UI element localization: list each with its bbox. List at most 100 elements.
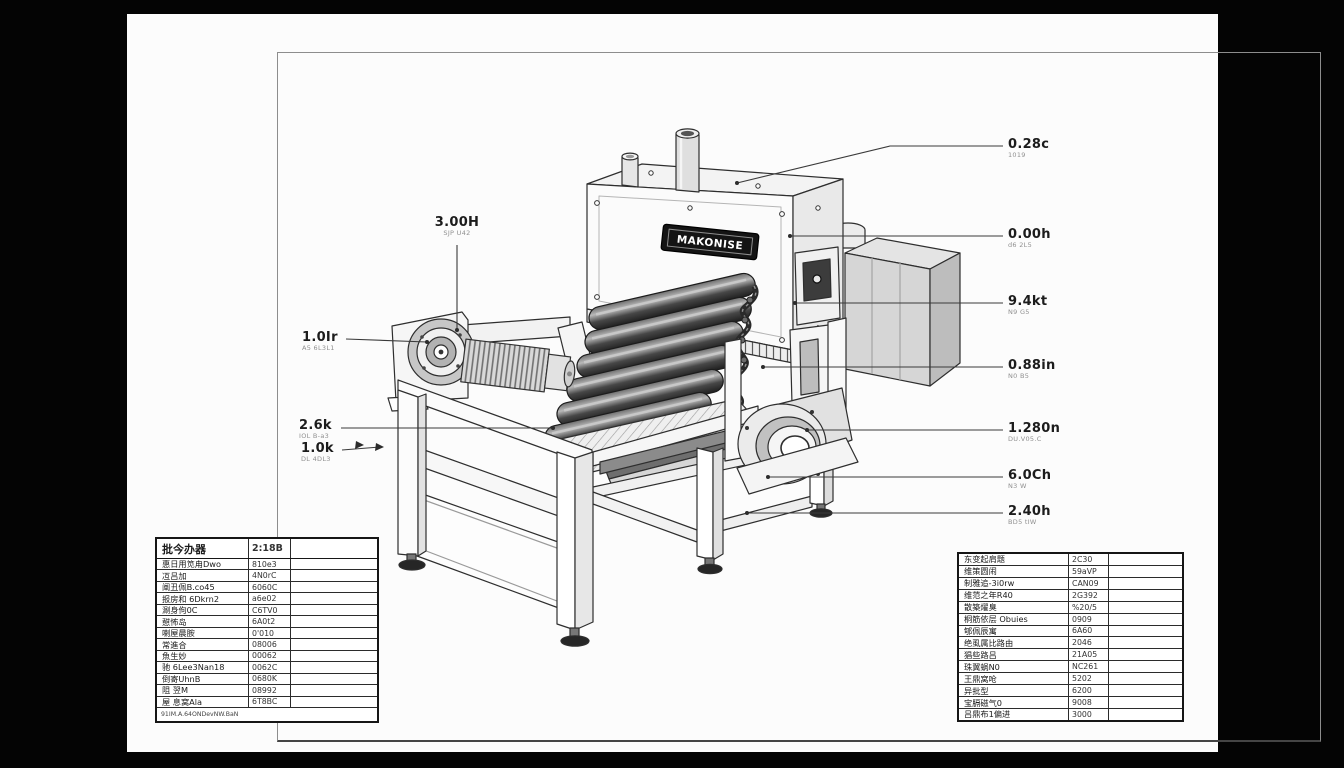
row-value: 6060C xyxy=(248,581,290,593)
row-value: 3000 xyxy=(1068,708,1108,720)
row-label: 绝虱属比路由 xyxy=(964,637,1014,648)
row-value: 0062C xyxy=(248,662,290,673)
table-row: 阐丑佩B.co45 6060C xyxy=(157,581,377,594)
row-label: 制雅追-3i0rw xyxy=(964,578,1015,589)
dimension-value: 0.28c xyxy=(1008,137,1050,152)
row-empty xyxy=(290,593,377,604)
chimney-small xyxy=(621,152,639,188)
row-empty xyxy=(1108,685,1182,697)
dimension-label: 2.40h BD5 tIW xyxy=(1008,505,1051,526)
row-value: 08006 xyxy=(248,639,290,650)
row-label: 阻 翌M xyxy=(162,685,189,696)
motor xyxy=(736,387,859,495)
row-empty xyxy=(290,581,377,593)
table-row: 绝虱属比路由 2046 xyxy=(959,637,1182,650)
dimension-value: 2.40h xyxy=(1008,504,1051,519)
table-row: 散築燿臭%20/5 xyxy=(959,601,1182,614)
row-value: 0909 xyxy=(1068,613,1108,625)
table-row: 东变起肩题 2C30 xyxy=(959,554,1182,566)
row-empty xyxy=(1108,637,1182,649)
row-value: 6A0t2 xyxy=(248,616,290,627)
row-label: 阐丑佩B.co45 xyxy=(162,582,215,593)
row-label: 维范之年R40 xyxy=(964,590,1013,601)
table-frame xyxy=(397,379,834,647)
dimension-value: 1.0k xyxy=(301,441,334,456)
dimension-subtext: d6 2L5 xyxy=(1008,241,1033,249)
row-value: CAN09 xyxy=(1068,577,1108,589)
row-label: 猖些路吕 xyxy=(964,649,997,660)
table-header-value: 2:18B xyxy=(248,539,290,558)
row-label: 驰 6Lee3Nan18 xyxy=(162,662,225,673)
row-empty xyxy=(290,650,377,662)
row-label: 散築燿臭 xyxy=(964,602,997,613)
row-empty xyxy=(1108,565,1182,577)
dimension-value: 2.6k xyxy=(299,418,332,433)
row-empty xyxy=(1108,601,1182,613)
dimension-subtext: N9 G5 xyxy=(1008,308,1030,316)
dimension-subtext: A5 6L3L1 xyxy=(302,344,335,352)
row-value: C6TV0 xyxy=(248,604,290,616)
dimension-subtext: N3 W xyxy=(1008,482,1027,490)
row-label: 屋 息窝Ala xyxy=(162,696,203,707)
dimension-value: 0.88in xyxy=(1008,358,1056,373)
row-value: 6A60 xyxy=(1068,625,1108,637)
row-empty xyxy=(1108,673,1182,685)
row-label: 东变起肩题 xyxy=(964,554,1005,565)
row-value: 2C30 xyxy=(1068,554,1108,565)
table-row: 制雅追-3i0rw CAN09 xyxy=(959,577,1182,590)
row-empty xyxy=(290,685,377,696)
dimension-subtext: DL 4DL3 xyxy=(301,455,331,463)
row-empty xyxy=(290,627,377,639)
row-value: 810e3 xyxy=(248,559,290,570)
row-value: 2046 xyxy=(1068,637,1108,649)
row-empty xyxy=(290,639,377,650)
dimension-value: 3.00H xyxy=(434,215,480,230)
nameplate: MAKONISE xyxy=(660,223,760,261)
row-label: 郇佩辰寓 xyxy=(964,626,997,636)
row-empty xyxy=(290,662,377,673)
dimension-label: 3.00H SJP U42 xyxy=(428,216,486,237)
dimension-subtext: DU.V05.C xyxy=(1008,435,1042,443)
table-row: 郇佩辰寓 6A60 xyxy=(959,625,1182,638)
row-label: 憇怖岛 xyxy=(162,616,187,627)
machine-body: MAKONISE xyxy=(387,128,961,647)
row-empty xyxy=(290,616,377,627)
leveling-feet xyxy=(398,503,833,647)
table-row: 屋 息窝Ala 6T8BC xyxy=(157,696,377,708)
dimension-label: 2.6k IOL B-a3 xyxy=(299,419,332,440)
row-value: 6200 xyxy=(1068,685,1108,697)
dimension-label: 0.00h d6 2L5 xyxy=(1008,228,1051,249)
row-label: 珠翼蜗N0 xyxy=(964,661,1000,672)
dimension-value: 6.0Ch xyxy=(1008,468,1052,483)
dimension-subtext: BD5 tIW xyxy=(1008,518,1037,526)
row-value: 9008 xyxy=(1068,697,1108,708)
row-value: 6T8BC xyxy=(248,696,290,708)
table-header-empty xyxy=(290,539,377,558)
table-header-row: 批今办器 2:18B xyxy=(157,539,377,559)
row-value: 2G392 xyxy=(1068,589,1108,601)
dimension-label: 1.280n DU.V05.C xyxy=(1008,422,1060,443)
dimension-value: 9.4kt xyxy=(1008,294,1048,309)
dimension-label: 1.0Ir A5 6L3L1 xyxy=(302,331,338,352)
row-empty xyxy=(1108,661,1182,673)
dimension-value: 1.280n xyxy=(1008,421,1061,436)
row-label: 倒寄UhnB xyxy=(162,673,201,684)
dimension-label: 6.0Ch N3 W xyxy=(1008,469,1051,490)
row-label: 喇屋晨胺 xyxy=(162,628,195,639)
row-value: 0'010 xyxy=(248,627,290,639)
row-value: 5202 xyxy=(1068,673,1108,685)
